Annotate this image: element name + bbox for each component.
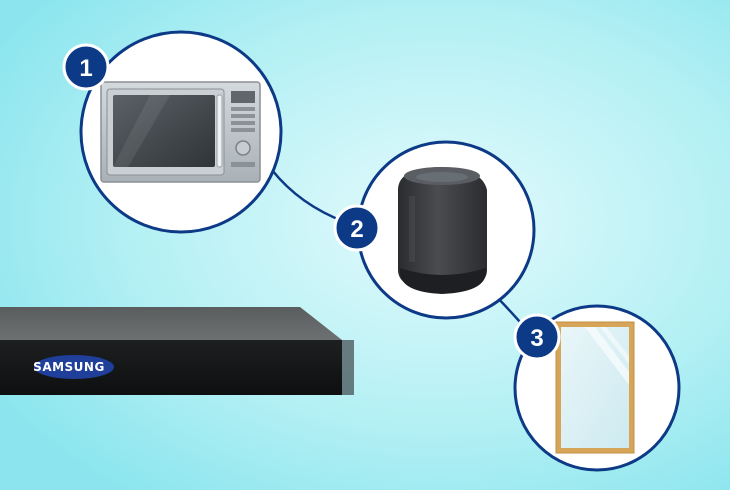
mirror-icon — [555, 321, 635, 454]
step-2-number: 2 — [350, 216, 363, 243]
step-2-group — [356, 140, 536, 320]
step-1-badge: 1 — [62, 43, 110, 91]
smart-speaker-icon — [398, 167, 487, 294]
brand-logo-oval — [34, 355, 114, 379]
step-3-badge: 3 — [513, 313, 561, 361]
step-2-badge: 2 — [333, 204, 381, 252]
device-top — [0, 307, 342, 340]
microwave-icon — [100, 81, 261, 183]
brand-logo-text: SAMSUNG — [33, 360, 105, 374]
step-3-number: 3 — [530, 325, 543, 352]
device-edge — [342, 340, 354, 395]
samsung-device: SAMSUNG — [0, 307, 354, 395]
step-1-number: 1 — [79, 55, 92, 82]
step-1-group — [79, 30, 283, 234]
